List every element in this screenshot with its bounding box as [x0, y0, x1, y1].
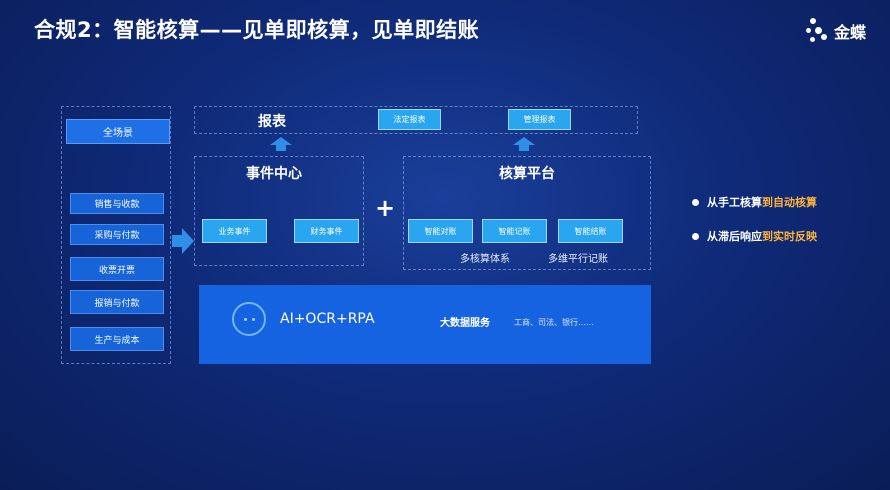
scenario-item-purchase: 采购与付款 [70, 224, 164, 245]
benefit-prefix: 从滞后响应 [707, 230, 762, 243]
ai-icon [232, 302, 266, 336]
management-report-button[interactable]: 管理报表 [508, 109, 571, 130]
benefit-prefix: 从手工核算 [707, 196, 762, 209]
smart-closing-button[interactable]: 智能结账 [558, 219, 623, 243]
scenario-panel [61, 106, 171, 364]
scenario-item-production: 生产与成本 [70, 327, 164, 351]
right-arrow-icon [172, 228, 194, 254]
slide-title: 合规2：智能核算——见单即核算，见单即结账 [34, 18, 480, 42]
bullet-icon [692, 232, 699, 240]
big-data-label: 大数据服务 [440, 318, 490, 329]
ai-ocr-rpa-label: AI+OCR+RPA [280, 311, 375, 327]
accounting-platform-panel [403, 156, 651, 270]
kingdee-logo-icon [805, 18, 828, 44]
data-sources-label: 工商、司法、银行…… [514, 318, 594, 327]
up-arrow-icon [513, 137, 535, 151]
event-center-panel [194, 156, 364, 266]
accounting-platform-label: 核算平台 [499, 166, 555, 182]
report-panel [194, 106, 638, 134]
brand-name: 金蝶 [833, 23, 866, 42]
brand-logo: 金蝶 [805, 18, 866, 44]
benefit-item: 从滞后响应到实时反映 [692, 228, 817, 244]
benefit-item: 从手工核算到自动核算 [692, 194, 817, 210]
services-panel [199, 285, 651, 364]
up-arrow-icon [270, 137, 292, 151]
benefit-highlight: 到自动核算 [762, 196, 817, 209]
smart-reconcile-button[interactable]: 智能对账 [408, 219, 473, 243]
report-label: 报表 [258, 114, 286, 130]
scenario-item-expense: 报销与付款 [70, 290, 164, 314]
event-center-label: 事件中心 [246, 166, 302, 182]
bullet-icon [692, 198, 699, 206]
scenario-item-invoice: 收票开票 [70, 257, 164, 281]
multi-dimension-caption: 多维平行记账 [548, 254, 608, 265]
finance-event-button[interactable]: 财务事件 [294, 219, 359, 243]
scenario-header: 全场景 [66, 119, 170, 144]
business-event-button[interactable]: 业务事件 [202, 219, 267, 243]
smart-bookkeeping-button[interactable]: 智能记账 [482, 219, 547, 243]
benefit-highlight: 到实时反映 [762, 230, 817, 243]
plus-icon: + [375, 194, 396, 222]
scenario-item-sales: 销售与收款 [70, 193, 164, 214]
multi-accounting-caption: 多核算体系 [460, 254, 510, 265]
statutory-report-button[interactable]: 法定报表 [378, 109, 441, 130]
